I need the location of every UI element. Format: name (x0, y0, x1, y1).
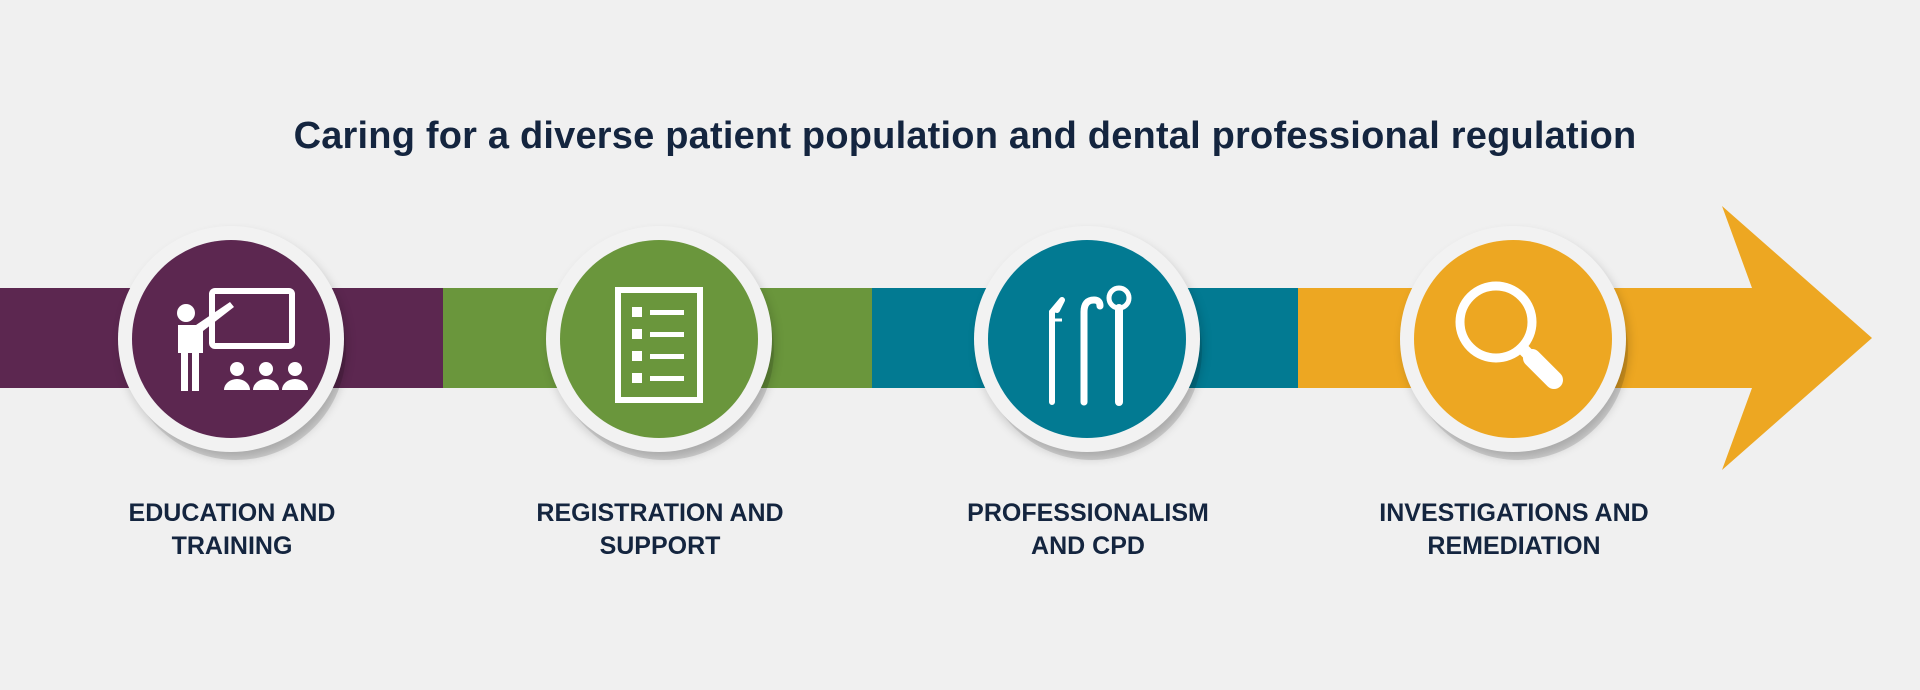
dental-tools-icon (1049, 285, 1132, 406)
step-professionalism-circle (974, 226, 1202, 460)
step-investigations-circle (1400, 226, 1628, 460)
step-label-professionalism: PROFESSIONALISM AND CPD (967, 499, 1209, 560)
teacher-presentation-icon (177, 288, 308, 391)
checklist-document-icon (615, 287, 703, 403)
magnifying-glass-icon (1455, 281, 1563, 389)
step-registration-circle (546, 226, 774, 460)
step-education-circle (118, 226, 346, 460)
diagram-title: Caring for a diverse patient population … (293, 115, 1637, 157)
step-label-education: EDUCATION AND TRAINING (128, 499, 336, 560)
step-label-investigations: INVESTIGATIONS AND REMEDIATION (1379, 499, 1649, 560)
step-label-registration: REGISTRATION AND SUPPORT (536, 499, 784, 560)
